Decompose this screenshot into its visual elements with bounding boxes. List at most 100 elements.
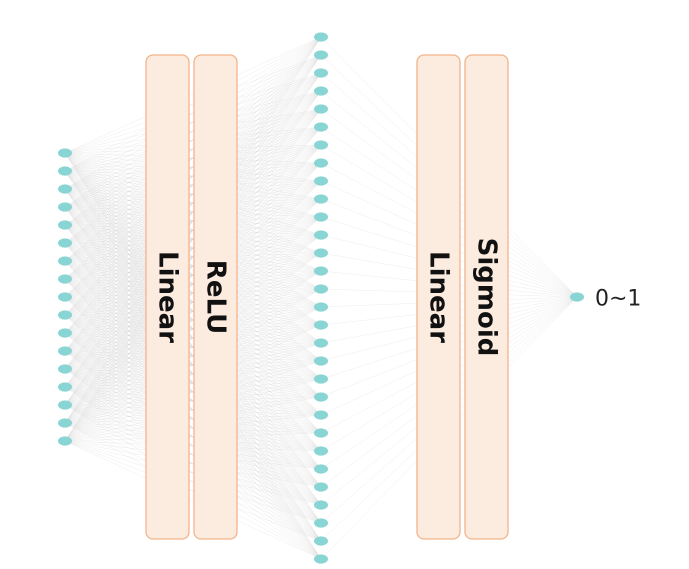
- connection-edge: [64, 440, 322, 470]
- connection-edge: [64, 314, 322, 524]
- connection-edge: [64, 324, 322, 370]
- input-node: [58, 166, 72, 176]
- connection-edge: [64, 90, 322, 316]
- connection-edge: [64, 252, 322, 262]
- connection-edge: [64, 54, 322, 154]
- connection-edge: [64, 216, 322, 370]
- connection-edge: [64, 288, 322, 370]
- connection-edge: [64, 152, 322, 290]
- connection-edge: [64, 260, 322, 344]
- connection-edge: [64, 386, 322, 470]
- connection-edge: [64, 126, 322, 190]
- connection-edge: [64, 54, 322, 442]
- connection-edge: [64, 72, 322, 262]
- connection-edge: [64, 170, 322, 362]
- connection-edge: [64, 152, 322, 236]
- connection-edge: [64, 324, 322, 442]
- connection-edge: [64, 198, 322, 352]
- connection-edge: [64, 144, 322, 262]
- connection-edge: [64, 162, 322, 208]
- connection-edge: [64, 288, 322, 424]
- connection-edge: [64, 198, 322, 262]
- connection-edge: [64, 386, 322, 524]
- connection-edge: [64, 188, 322, 506]
- connection-edge: [64, 252, 322, 388]
- connection-edge: [64, 234, 322, 262]
- connection-edge: [64, 332, 322, 524]
- connection-edge: [64, 206, 322, 362]
- linear-block-2: Linear: [416, 54, 461, 540]
- connection-edge: [64, 242, 322, 416]
- connection-edge: [64, 368, 322, 542]
- hidden-node: [314, 176, 328, 186]
- connection-edge: [64, 242, 322, 380]
- connection-edge: [64, 144, 322, 316]
- connection-edge: [64, 216, 322, 316]
- connection-edge: [64, 278, 322, 290]
- connection-edge: [64, 342, 322, 370]
- connection-edge: [64, 72, 322, 172]
- connection-edge: [64, 170, 322, 182]
- connection-edge: [64, 36, 322, 442]
- connection-edge: [64, 216, 322, 424]
- connection-edge: [64, 278, 322, 398]
- connection-edge: [64, 314, 322, 434]
- connection-edge: [64, 198, 322, 370]
- connection-edge: [64, 350, 322, 524]
- connection-edge: [64, 252, 322, 298]
- hidden-node: [314, 374, 328, 384]
- connection-edge: [64, 54, 322, 316]
- connection-edge: [64, 54, 322, 406]
- connection-edge: [64, 422, 322, 434]
- connection-edge: [64, 206, 322, 398]
- connection-edge: [64, 224, 322, 254]
- connection-edge: [64, 152, 322, 398]
- connection-edge: [64, 90, 322, 352]
- connection-edge: [64, 90, 322, 262]
- connection-edge: [64, 314, 322, 326]
- connection-edge: [64, 242, 322, 542]
- connection-edge: [64, 224, 322, 560]
- connection-edge: [64, 170, 322, 218]
- connection-edge: [64, 90, 322, 190]
- connection-edge: [64, 324, 322, 388]
- connection-edge: [64, 404, 322, 524]
- input-node: [58, 220, 72, 230]
- connection-edge: [64, 242, 322, 308]
- output-node: [570, 292, 584, 302]
- connection-edge: [64, 198, 322, 298]
- linear-block-1: Linear: [145, 54, 190, 540]
- connection-edge: [64, 36, 322, 298]
- connection-edge: [64, 108, 322, 334]
- connection-edge: [64, 224, 322, 380]
- connection-edge: [64, 404, 322, 470]
- connection-edge: [64, 206, 322, 416]
- connection-edge: [64, 278, 322, 524]
- connection-edge: [64, 306, 322, 334]
- connection-edge: [64, 162, 322, 334]
- connection-edge: [64, 144, 322, 298]
- connection-edge: [64, 440, 322, 524]
- linear-block-2-label: Linear: [424, 251, 454, 343]
- connection-edge: [64, 188, 322, 560]
- connection-edge: [64, 278, 322, 416]
- connection-edge: [64, 54, 322, 280]
- hidden-node: [314, 50, 328, 60]
- hidden-node: [314, 446, 328, 456]
- connection-edge: [64, 152, 322, 200]
- connection-edge: [64, 260, 322, 452]
- connection-edge: [64, 126, 322, 154]
- connection-edge: [64, 224, 322, 326]
- connection-edge: [64, 170, 322, 470]
- connection-edge: [64, 440, 322, 506]
- connection-edge: [64, 260, 322, 380]
- connection-edge: [64, 188, 322, 308]
- connection-edge: [64, 152, 322, 452]
- connection-edge: [64, 90, 322, 424]
- connection-edge: [64, 242, 322, 362]
- connection-edge: [64, 170, 322, 434]
- connection-edge: [64, 90, 322, 172]
- connection-edge: [64, 270, 322, 352]
- connection-edge: [64, 314, 322, 488]
- connection-edge: [64, 332, 322, 416]
